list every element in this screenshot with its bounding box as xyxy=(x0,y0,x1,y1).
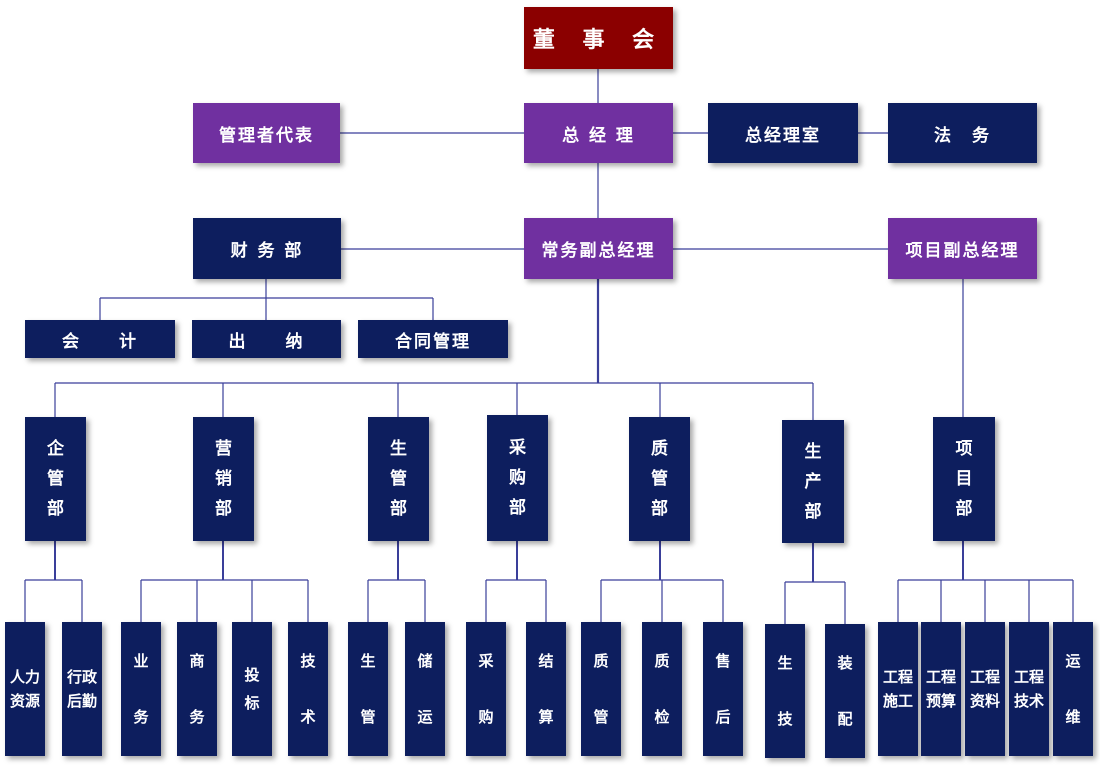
human-resources: 人力资源 xyxy=(5,622,45,756)
engineering-technology: 工程技术 xyxy=(1009,622,1049,756)
quality-management-department: 质 管 部 xyxy=(629,417,690,541)
commerce: 商 务 xyxy=(177,622,217,756)
legal-affairs: 法 务 xyxy=(888,103,1037,163)
marketing-department: 营 销 部 xyxy=(193,417,254,541)
quality-control: 质 管 xyxy=(581,622,621,756)
business: 业 务 xyxy=(121,622,161,756)
engineering-documents: 工程资料 xyxy=(965,622,1005,756)
production-department: 生 产 部 xyxy=(782,420,844,543)
management-representative: 管理者代表 xyxy=(193,103,340,163)
storage-transport: 储 运 xyxy=(405,622,445,756)
general-manager-office: 总经理室 xyxy=(708,103,858,163)
finance-department: 财 务 部 xyxy=(193,218,341,279)
settlement: 结 算 xyxy=(526,622,566,756)
enterprise-management-department: 企 管 部 xyxy=(25,417,86,541)
project-department: 项 目 部 xyxy=(933,417,995,541)
production-technology: 生 技 xyxy=(765,624,805,758)
purchasing-department: 采 购 部 xyxy=(487,415,548,541)
production-control: 生 管 xyxy=(348,622,388,756)
after-sales: 售 后 xyxy=(703,622,743,756)
purchase: 采 购 xyxy=(466,622,506,756)
board-of-directors: 董 事 会 xyxy=(524,7,673,69)
assembly: 装 配 xyxy=(825,624,865,758)
quality-inspection: 质 检 xyxy=(642,622,682,756)
technical: 技 术 xyxy=(288,622,328,756)
operations-maintenance: 运 维 xyxy=(1053,622,1093,756)
engineering-budget: 工程预算 xyxy=(921,622,961,756)
contract-management: 合同管理 xyxy=(358,320,508,358)
general-manager: 总 经 理 xyxy=(524,103,673,163)
executive-vice-general-manager: 常务副总经理 xyxy=(524,218,673,279)
engineering-construction: 工程施工 xyxy=(878,622,918,756)
bidding: 投 标 xyxy=(232,622,272,756)
administration-logistics: 行政后勤 xyxy=(62,622,102,756)
production-management-department: 生 管 部 xyxy=(368,417,429,541)
cashier: 出 纳 xyxy=(192,320,341,358)
accounting: 会 计 xyxy=(25,320,175,358)
project-vice-general-manager: 项目副总经理 xyxy=(888,218,1037,279)
